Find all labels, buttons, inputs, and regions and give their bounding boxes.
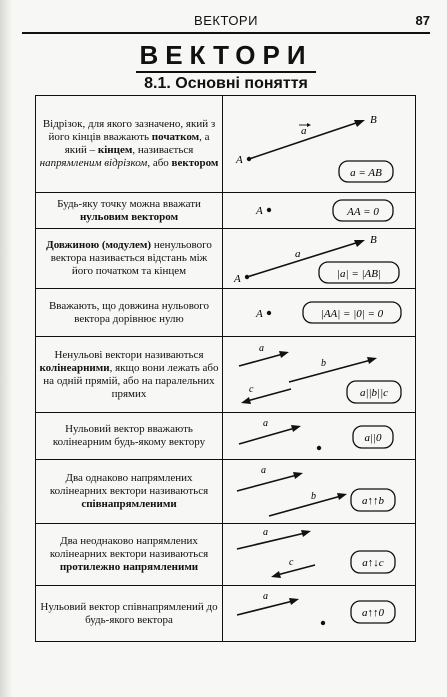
point-label: A xyxy=(233,273,241,285)
point-label: A xyxy=(255,205,263,217)
zero-length-figure: A |AA| = |0| = 0 xyxy=(255,300,402,324)
vector-label: b xyxy=(311,491,316,502)
vector-label: c xyxy=(249,384,254,395)
formula: a||b||c xyxy=(360,387,388,399)
vector-label: a xyxy=(263,591,268,602)
definition-fragment: співнапрямленими xyxy=(81,498,177,510)
definition-fragment: Будь-яку точку можна вважати xyxy=(57,197,201,210)
definition-fragment: , якщо вони лежать або на одній прямій, … xyxy=(43,361,219,400)
length-figure: A B a |a| = |AB| xyxy=(233,234,400,285)
page-margin-shadow xyxy=(0,0,12,697)
definition-fragment: колінеарними xyxy=(39,361,110,374)
page-number: 87 xyxy=(415,13,430,28)
definition-text: Два неоднаково напрямлених колінеарних в… xyxy=(35,523,223,586)
definition-fragment: Два однаково напрямлених колінеарних век… xyxy=(49,472,209,497)
formula: a = AB xyxy=(350,167,382,179)
definition-fragment: Відрізок, для якого зазначено, який з йо… xyxy=(42,118,216,143)
vector-label: a xyxy=(259,343,264,354)
point-label: A xyxy=(255,308,263,320)
formula: a↑↑b xyxy=(362,495,385,507)
vector-label: a xyxy=(263,527,268,538)
formula: a↑↓c xyxy=(362,557,384,569)
vector-figure: A B a a = AB xyxy=(235,114,394,183)
point-label: B xyxy=(370,234,377,246)
codirected-figure: a b a↑↑b xyxy=(236,465,396,517)
definition-fragment: вектором xyxy=(171,157,219,169)
vector-label: b xyxy=(321,358,326,369)
vector-label: a xyxy=(301,125,307,137)
chapter-title: ВЕКТОРИ xyxy=(139,40,313,70)
zero-codirected-figure: a a↑↑0 xyxy=(236,591,396,625)
definition-text: Два однаково напрямлених колінеарних век… xyxy=(35,459,223,524)
definition-fragment: ненульового вектора називається відстань… xyxy=(50,239,212,277)
vector-label: c xyxy=(289,557,294,568)
figure-cell: a a||0 xyxy=(222,412,416,460)
figure-cell: a a↑↑0 xyxy=(222,585,416,642)
figure-cell: A |AA| = |0| = 0 xyxy=(222,288,416,337)
definition-text: Вважають, що довжина нульового вектора д… xyxy=(35,288,223,337)
formula: a↑↑0 xyxy=(362,607,385,619)
table-row: Два неоднаково напрямлених колінеарних в… xyxy=(35,523,416,586)
opposite-figure: a c a↑↓c xyxy=(236,527,396,578)
table-row: Довжиною (модулем) ненульового вектора н… xyxy=(35,228,416,289)
definition-fragment: Вважають, що довжина нульового вектора д… xyxy=(48,299,210,325)
table-row: Нульовий вектор вважають колінеарним буд… xyxy=(35,412,416,460)
definition-fragment: кінцем xyxy=(97,144,133,156)
formula: AA = 0 xyxy=(346,206,379,218)
formula: a||0 xyxy=(364,432,382,444)
point-label: B xyxy=(370,114,377,126)
table-row: Будь-яку точку можна вважати нульовим ве… xyxy=(35,192,416,229)
figure-cell: a b a↑↑b xyxy=(222,459,416,524)
definition-text: Ненульові вектори називаються колінеарни… xyxy=(35,336,223,413)
figure-cell: A B a a = AB xyxy=(222,95,416,193)
table-row: Ненульові вектори називаються колінеарни… xyxy=(35,336,416,413)
definition-text: Довжиною (модулем) ненульового вектора н… xyxy=(35,228,223,289)
formula: |a| = |AB| xyxy=(337,268,381,280)
zero-vector-figure: A AA = 0 xyxy=(255,198,394,222)
section-title: 8.1. Основні поняття xyxy=(144,75,308,92)
header-rule xyxy=(22,32,430,34)
definition-fragment: Нульовий вектор співнапрямлений до будь-… xyxy=(40,600,218,626)
definition-fragment: нульовим вектором xyxy=(79,210,179,223)
table-row: Нульовий вектор співнапрямлений до будь-… xyxy=(35,585,416,642)
formula: |AA| = |0| = 0 xyxy=(321,308,384,320)
definition-text: Нульовий вектор вважають колінеарним буд… xyxy=(35,412,223,460)
definition-fragment: напрямленим відрізком xyxy=(39,157,148,169)
page-header: ВЕКТОРИ 87 xyxy=(22,10,430,32)
definition-fragment: Довжиною (модулем) xyxy=(46,239,152,251)
point-label: A xyxy=(235,154,243,166)
chapter-underline xyxy=(136,71,316,73)
concept-table: Відрізок, для якого зазначено, який з йо… xyxy=(35,95,416,642)
definition-fragment: Нульовий вектор вважають колінеарним буд… xyxy=(52,423,206,448)
vector-label: a xyxy=(295,248,301,260)
definition-fragment: , а який – xyxy=(64,131,210,156)
definition-fragment: , називається xyxy=(132,144,194,156)
vector-label: a xyxy=(261,465,266,476)
running-title: ВЕКТОРИ xyxy=(194,13,258,28)
definition-fragment: , або xyxy=(147,157,172,169)
figure-cell: a c a↑↓c xyxy=(222,523,416,586)
definition-fragment: Два неоднаково напрямлених колінеарних в… xyxy=(49,535,209,560)
definition-text: Будь-яку точку можна вважати нульовим ве… xyxy=(35,192,223,229)
vector-label: a xyxy=(263,418,268,429)
figure-cell: A B a |a| = |AB| xyxy=(222,228,416,289)
table-row: Два однаково напрямлених колінеарних век… xyxy=(35,459,416,524)
definition-fragment: Ненульові вектори називаються xyxy=(54,348,204,361)
figure-cell: a b c a||b||c xyxy=(222,336,416,413)
definition-fragment: початком xyxy=(151,131,200,143)
table-row: Вважають, що довжина нульового вектора д… xyxy=(35,288,416,337)
definition-fragment: протилежно напрямленими xyxy=(59,561,199,573)
definition-text: Нульовий вектор співнапрямлений до будь-… xyxy=(35,585,223,642)
zero-collinear-figure: a a||0 xyxy=(238,418,394,450)
figure-cell: A AA = 0 xyxy=(222,192,416,229)
definition-text: Відрізок, для якого зазначено, який з йо… xyxy=(35,95,223,193)
table-row: Відрізок, для якого зазначено, який з йо… xyxy=(35,95,416,193)
collinear-figure: a b c a||b||c xyxy=(238,343,402,404)
